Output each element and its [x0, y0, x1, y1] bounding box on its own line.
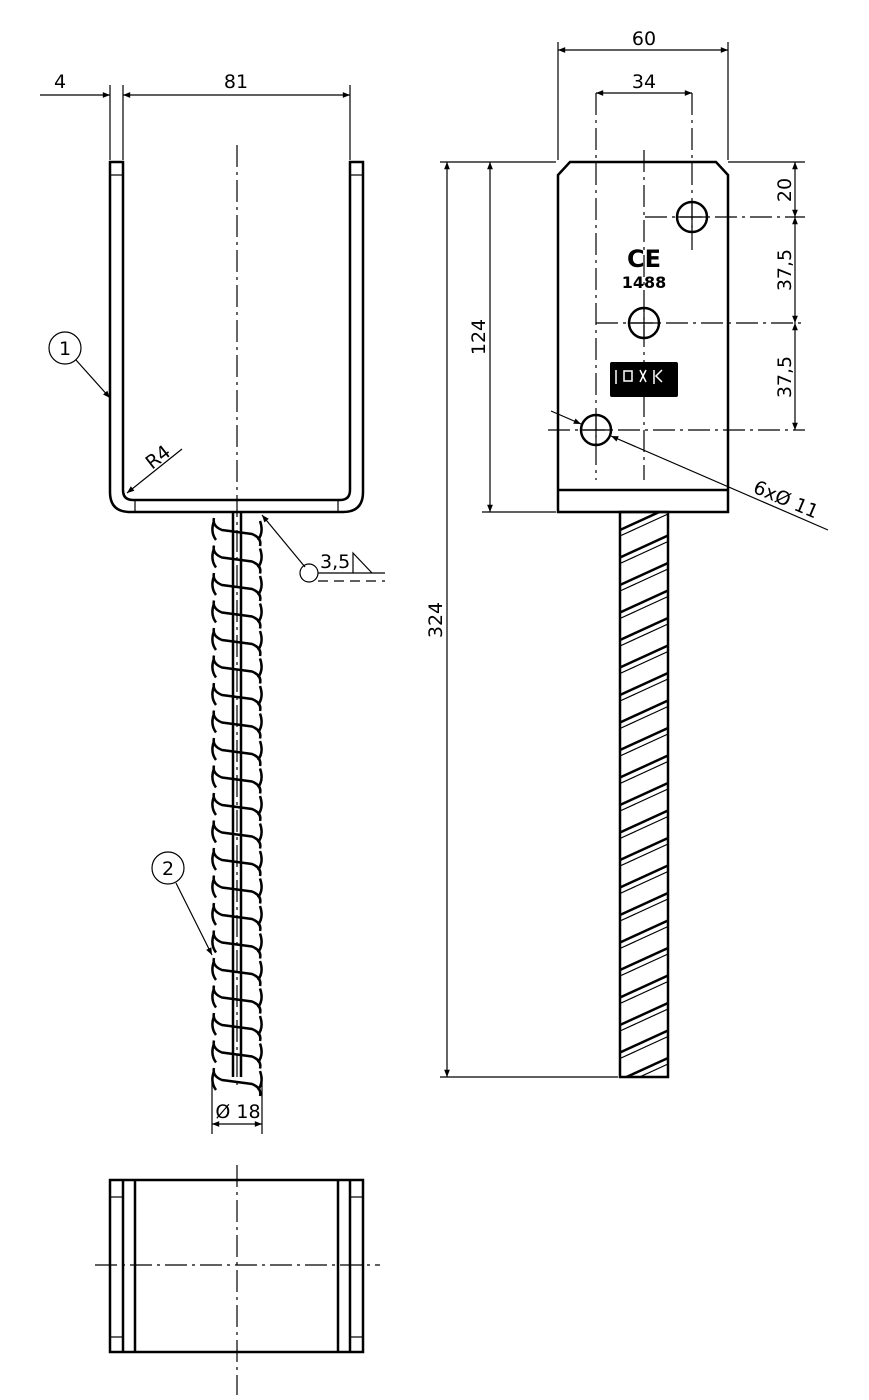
rebar-hatch — [620, 534, 668, 559]
rebar-ribbed — [211, 517, 263, 1097]
dim-flange-thickness: 4 — [54, 71, 66, 93]
rebar-hatched — [620, 512, 668, 1077]
dim-total-height: 324 — [425, 602, 447, 638]
dim-plate-width: 60 — [632, 28, 656, 50]
rebar-hatch — [620, 864, 668, 889]
rebar-hatch — [620, 1001, 668, 1027]
rebar-hatch — [620, 919, 668, 944]
dim-bend-radius: R4 — [142, 441, 175, 474]
base-plate — [556, 160, 730, 514]
rebar-hatch — [620, 974, 668, 999]
dim-hole-spacing-1: 37,5 — [774, 249, 796, 291]
balloon-1-label: 1 — [59, 338, 71, 360]
rebar-hatch — [620, 616, 668, 642]
rebar-hatch — [620, 512, 663, 532]
balloon-1 — [48, 331, 82, 365]
rebar-hatch — [620, 561, 668, 587]
rebar-hatch — [620, 836, 668, 862]
plan-view — [95, 1165, 380, 1395]
rebar-hatch — [620, 726, 668, 752]
hole-callout: 6xØ 11 — [750, 476, 822, 523]
front-view: 4 81 R4 3,5 1 2 Ø 18 — [40, 71, 385, 1134]
rebar-hatch — [620, 946, 668, 972]
dim-inner-width: 81 — [224, 71, 248, 93]
rebar-hatch — [620, 589, 668, 614]
dim-hole-top-offset: 20 — [774, 178, 796, 202]
rebar-hatch — [620, 1029, 668, 1054]
balloon-2 — [151, 851, 185, 885]
weld-size: 3,5 — [320, 551, 350, 573]
balloon-2-label: 2 — [162, 858, 174, 880]
u-channel-outline — [108, 160, 365, 514]
dim-hole-spacing-2: 37,5 — [774, 356, 796, 398]
notified-body-number: 1488 — [622, 273, 667, 292]
rebar-hatch — [620, 699, 668, 724]
dim-hole-spacing-horizontal: 34 — [632, 71, 656, 93]
rebar-hatch — [620, 891, 668, 917]
side-view: CE 1488 60 34 124 324 20 37,5 37,5 6xØ 1… — [425, 28, 829, 1079]
rebar-hatch — [620, 644, 668, 669]
rebar-hatch — [620, 781, 668, 807]
dim-plate-height: 124 — [468, 319, 490, 355]
rebar-hatch — [620, 754, 668, 779]
ce-mark: CE — [627, 245, 661, 273]
rebar-hatch — [620, 671, 668, 697]
rebar-hatch — [620, 809, 668, 834]
dim-rebar-diameter: Ø 18 — [215, 1101, 260, 1123]
